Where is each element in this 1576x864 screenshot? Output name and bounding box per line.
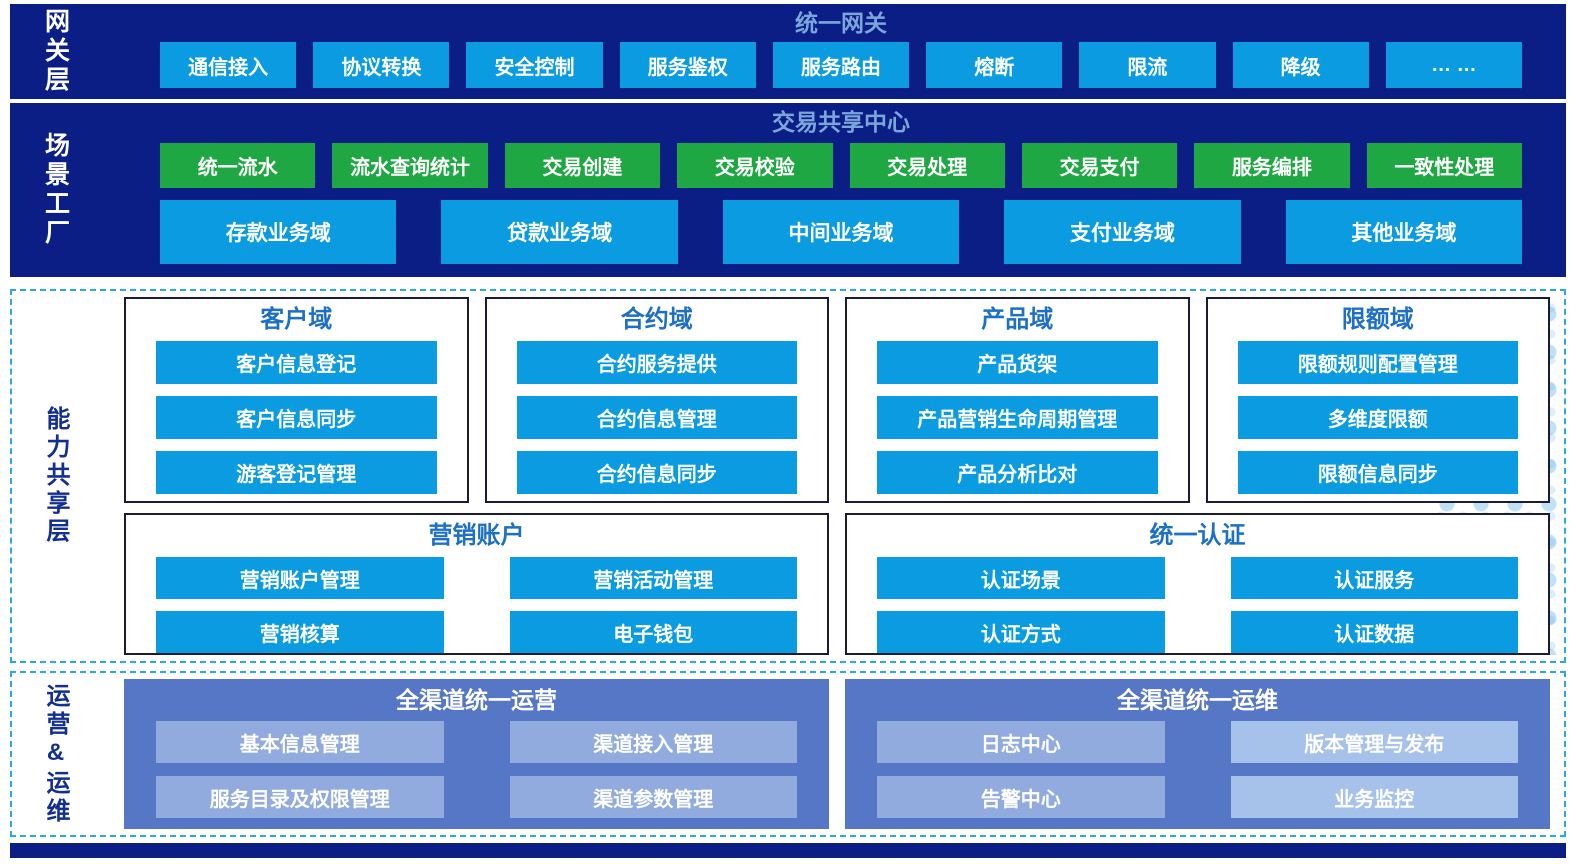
capability-item: 产品分析比对	[877, 451, 1158, 494]
business-domain-item: 存款业务域	[160, 200, 397, 264]
operations-item: 渠道参数管理	[509, 776, 797, 818]
group-unified-authentication: 统一认证 认证场景 认证服务认证方式 认证数据	[845, 513, 1550, 655]
group-items: 客户信息登记客户信息同步游客登记管理	[126, 335, 467, 494]
capability-item: 产品营销生命周期管理	[877, 396, 1158, 439]
capability-item: 游客登记管理	[156, 451, 437, 494]
operations-item: 版本管理与发布	[1230, 721, 1518, 763]
transaction-service-item: 统一流水	[160, 143, 316, 188]
capability-item: 营销账户管理	[156, 557, 444, 599]
capability-item: 产品货架	[877, 341, 1158, 384]
scenario-content: 交易共享中心 统一流水流水查询统计交易创建交易校验交易处理交易支付服务编排一致性…	[160, 103, 1523, 277]
capability-sharing-label: 能力共享层	[42, 406, 69, 546]
gateway-item: 服务鉴权	[619, 42, 756, 88]
panel-unified-maintenance: 全渠道统一运维 日志中心 版本管理与发布告警中心 业务监控	[845, 679, 1550, 829]
operations-item: 服务目录及权限管理	[156, 776, 444, 818]
gateway-item: 降级	[1232, 42, 1369, 88]
group-contract-domain: 合约域 合约服务提供合约信息管理合约信息同步	[484, 297, 829, 503]
gateway-item: 通信接入	[160, 42, 297, 88]
transaction-service-item: 交易处理	[849, 143, 1005, 188]
capability-sharing-layer: 能力共享层 客户域 客户信息登记客户信息同步游客登记管理 合约域 合约服务提供合…	[10, 289, 1566, 663]
transaction-service-item: 服务编排	[1194, 143, 1350, 188]
capability-item: 电子钱包	[509, 611, 797, 653]
capability-item: 限额信息同步	[1237, 451, 1518, 494]
gateway-item: 安全控制	[466, 42, 603, 88]
capability-item: 认证数据	[1230, 611, 1518, 653]
operations-item: 渠道接入管理	[509, 721, 797, 763]
capability-item: 认证方式	[877, 611, 1165, 653]
capability-groups: 客户域 客户信息登记客户信息同步游客登记管理 合约域 合约服务提供合约信息管理合…	[124, 297, 1550, 655]
group-title: 合约域	[620, 306, 693, 333]
footer-bar	[10, 843, 1566, 858]
group-title: 营销账户	[428, 522, 525, 549]
transaction-service-items: 统一流水流水查询统计交易创建交易校验交易处理交易支付服务编排一致性处理	[160, 143, 1522, 188]
capability-item: 营销活动管理	[509, 557, 797, 599]
business-domain-items: 存款业务域贷款业务域中间业务域支付业务域其他业务域	[160, 200, 1523, 264]
group-items: 产品货架产品营销生命周期管理产品分析比对	[847, 335, 1188, 494]
transaction-service-item: 一致性处理	[1366, 143, 1522, 188]
gateway-layer-label: 网关层	[41, 8, 70, 95]
capability-item: 客户信息登记	[156, 341, 437, 384]
group-customer-domain: 客户域 客户信息登记客户信息同步游客登记管理	[124, 297, 469, 503]
group-items: 限额规则配置管理多维度限额限额信息同步	[1208, 335, 1549, 494]
gateway-item: 协议转换	[313, 42, 450, 88]
group-title: 限额域	[1341, 306, 1414, 333]
capability-item: 认证服务	[1230, 557, 1518, 599]
capability-item: 合约信息同步	[516, 451, 797, 494]
gateway-item: 服务路由	[772, 42, 910, 88]
panel-items: 基本信息管理 渠道接入管理服务目录及权限管理 渠道参数管理	[156, 721, 797, 818]
gateway-title: 统一网关	[795, 10, 887, 36]
group-title: 产品域	[981, 306, 1054, 333]
operations-item: 业务监控	[1230, 776, 1518, 818]
business-domain-item: 支付业务域	[1004, 200, 1241, 264]
capability-item: 合约服务提供	[516, 341, 797, 384]
capability-item: 多维度限额	[1237, 396, 1518, 439]
transaction-service-item: 交易创建	[504, 143, 661, 188]
gateway-item: 限流	[1079, 42, 1216, 88]
scenario-factory-layer: 场景工厂 交易共享中心 统一流水流水查询统计交易创建交易校验交易处理交易支付服务…	[10, 103, 1566, 277]
operations-maintenance-label: 运营&运维	[42, 682, 69, 826]
transaction-center-title: 交易共享中心	[772, 109, 910, 135]
transaction-service-item: 交易校验	[677, 143, 833, 188]
gateway-item: … …	[1385, 42, 1522, 88]
panel-title: 全渠道统一运维	[1117, 687, 1278, 713]
gateway-item: 熔断	[926, 42, 1063, 88]
operations-item: 基本信息管理	[156, 721, 444, 763]
panel-items: 日志中心 版本管理与发布告警中心 业务监控	[877, 721, 1518, 818]
group-title: 统一认证	[1149, 522, 1246, 549]
panel-unified-operation: 全渠道统一运营 基本信息管理 渠道接入管理服务目录及权限管理 渠道参数管理	[124, 679, 829, 829]
capability-item: 限额规则配置管理	[1237, 341, 1518, 384]
operations-panels: 全渠道统一运营 基本信息管理 渠道接入管理服务目录及权限管理 渠道参数管理 全渠道统…	[124, 679, 1550, 829]
gateway-items: 通信接入协议转换安全控制服务鉴权服务路由熔断限流降级 … …	[160, 42, 1522, 88]
group-product-domain: 产品域 产品货架产品营销生命周期管理产品分析比对	[845, 297, 1190, 503]
capability-item: 合约信息管理	[516, 396, 797, 439]
gateway-layer: 网关层 统一网关 通信接入协议转换安全控制服务鉴权服务路由熔断限流降级 … …	[10, 4, 1566, 99]
scenario-factory-label: 场景工厂	[41, 132, 70, 248]
operations-content: 全渠道统一运营 基本信息管理 渠道接入管理服务目录及权限管理 渠道参数管理 全渠道统…	[124, 679, 1550, 829]
capability-item: 营销核算	[156, 611, 444, 653]
group-items: 营销账户管理 营销活动管理营销核算 电子钱包	[126, 551, 827, 653]
business-domain-item: 中间业务域	[722, 200, 960, 264]
transaction-service-item: 交易支付	[1021, 143, 1178, 188]
group-title: 客户域	[260, 306, 333, 333]
group-marketing-account: 营销账户 营销账户管理 营销活动管理营销核算 电子钱包	[124, 513, 829, 655]
operations-item: 日志中心	[877, 721, 1165, 763]
operations-maintenance-layer: 运营&运维 全渠道统一运营 基本信息管理 渠道接入管理服务目录及权限管理 渠道参数管…	[10, 671, 1566, 837]
transaction-service-item: 流水查询统计	[332, 143, 488, 188]
business-domain-item: 其他业务域	[1285, 200, 1523, 264]
gateway-content: 统一网关 通信接入协议转换安全控制服务鉴权服务路由熔断限流降级 … …	[160, 4, 1522, 99]
capability-item: 客户信息同步	[156, 396, 437, 439]
panel-title: 全渠道统一运营	[396, 687, 557, 713]
business-domain-item: 贷款业务域	[441, 200, 678, 264]
group-items: 合约服务提供合约信息管理合约信息同步	[487, 335, 828, 494]
group-items: 认证场景 认证服务认证方式 认证数据	[847, 551, 1548, 653]
capability-item: 认证场景	[877, 557, 1165, 599]
operations-item: 告警中心	[877, 776, 1165, 818]
capability-content: 客户域 客户信息登记客户信息同步游客登记管理 合约域 合约服务提供合约信息管理合…	[124, 297, 1550, 655]
group-quota-domain: 限额域 限额规则配置管理多维度限额限额信息同步	[1205, 297, 1550, 503]
